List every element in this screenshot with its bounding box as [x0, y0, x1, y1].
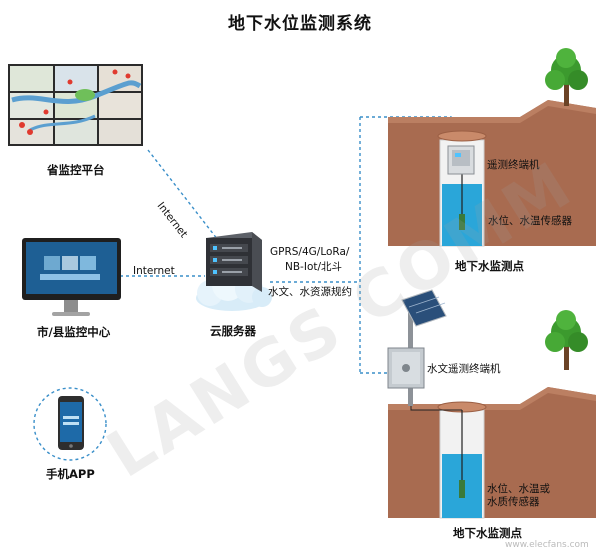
link-provincial-cloud — [147, 149, 219, 241]
internet-horizontal-label: Internet — [133, 265, 175, 277]
station-top-label: 地下水监测点 — [455, 259, 524, 273]
station-bottom-label: 地下水监测点 — [453, 526, 522, 540]
sensor-bottom-label-2: 水质传感器 — [487, 496, 540, 508]
comm-protocol-label-2: NB-Iot/北斗 — [285, 261, 343, 273]
well-bottom — [410, 390, 487, 519]
tree-icon — [545, 48, 588, 106]
server-rack-icon — [206, 232, 262, 292]
desktop-monitor-icon — [22, 238, 121, 316]
comm-protocol-label-1: GPRS/4G/LoRa/ — [270, 246, 350, 258]
provincial-platform-label: 省监控平台 — [47, 163, 105, 177]
diagram-title: 地下水位监测系统 — [228, 14, 372, 34]
rtu-top-label: 遥测终端机 — [487, 159, 540, 171]
tree-icon — [545, 310, 588, 370]
mobile-app-label: 手机APP — [46, 467, 95, 481]
rtu-bottom-label: 水文遥测终端机 — [427, 363, 501, 375]
cloud-server-label: 云服务器 — [210, 324, 256, 338]
city-center-label: 市/县监控中心 — [37, 325, 111, 339]
rtu-cabinet-icon — [387, 347, 425, 389]
video-wall-icon — [8, 64, 143, 146]
sensor-top-label: 水位、水温传感器 — [488, 215, 572, 227]
rtu-cabinet-icon — [447, 145, 475, 175]
smartphone-icon — [33, 387, 107, 461]
watermark-corner: www.elecfans.com — [505, 540, 589, 550]
data-protocol-label: 水文、水资源规约 — [268, 286, 352, 298]
sensor-bottom-label-1: 水位、水温或 — [487, 483, 550, 495]
